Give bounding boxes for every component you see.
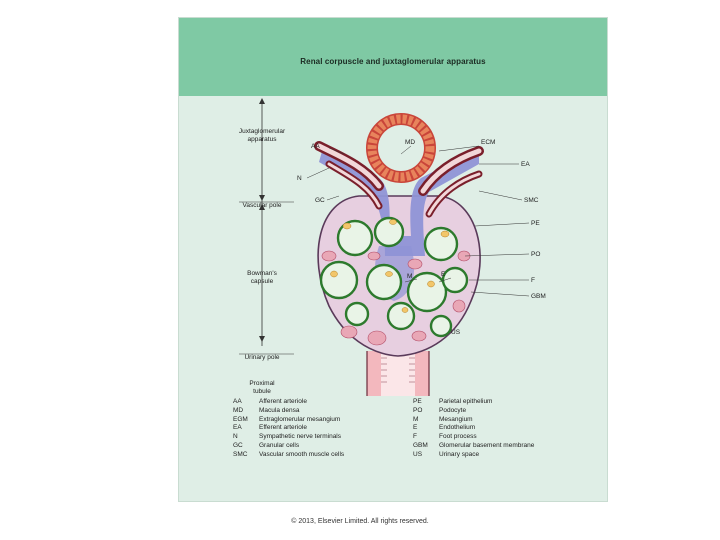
vascular-pole-label: Vascular pole — [243, 202, 282, 209]
label-f: F — [531, 277, 535, 284]
legend-text: Mesangium — [439, 415, 473, 423]
label-ecm: ECM — [481, 139, 495, 146]
legend-text: Sympathetic nerve terminals — [259, 433, 342, 441]
legend-item: EGM Extraglomerular mesangium — [233, 416, 344, 425]
legend-text: Parietal epithelium — [439, 398, 493, 405]
legend-text: Vascular smooth muscle cells — [259, 450, 345, 458]
bowmans-capsule-label-1: Bowman's — [247, 270, 278, 277]
legend-item: GC Granular cells — [233, 442, 344, 451]
legend-item: M Mesangium — [413, 416, 534, 425]
legend-abbr: SMC — [233, 450, 248, 458]
legend-item: MD Macula densa — [233, 407, 344, 416]
label-pe: PE — [531, 220, 540, 227]
legend-abbr: US — [413, 450, 423, 458]
label-gc: GC — [315, 197, 325, 204]
legend-text: Glomerular basement membrane — [439, 441, 535, 449]
legend-abbr: N — [233, 433, 238, 441]
legend-abbr: AA — [233, 398, 242, 405]
proximal-tubule — [366, 351, 430, 396]
legend-abbr: MD — [233, 406, 244, 414]
afferent-arteriole — [314, 141, 384, 210]
legend-abbr: EGM — [233, 415, 248, 423]
leader-lines — [306, 145, 530, 297]
endothelial-nuclei — [330, 219, 450, 313]
label-e: E — [441, 271, 446, 278]
legend-abbr: EA — [233, 424, 242, 432]
legend-abbr: PO — [413, 406, 423, 414]
legend-text: Granular cells — [259, 441, 300, 449]
legend-item: US Urinary space — [413, 451, 534, 460]
copyright-notice: © 2013, Elsevier Limited. All rights res… — [291, 518, 429, 525]
macula-densa — [366, 113, 436, 183]
proximal-tubule-label-2: tubule — [253, 388, 271, 395]
legend-item: AA Afferent arteriole — [233, 398, 344, 407]
label-gbm: GBM — [531, 293, 546, 300]
label-smc: SMC — [524, 197, 539, 204]
podocyte-cells — [321, 250, 471, 346]
legend-text: Extraglomerular mesangium — [259, 415, 341, 423]
jga-label-2: apparatus — [248, 136, 278, 143]
legend-item: F Foot process — [413, 433, 534, 442]
label-n: N — [297, 175, 302, 182]
proximal-tubule-label-1: Proximal — [249, 380, 275, 387]
legend-abbr: F — [413, 433, 417, 441]
legend-item: PO Podocyte — [413, 407, 534, 416]
title-band — [179, 18, 607, 96]
legend-text: Endothelium — [439, 424, 476, 432]
legend-abbr: PE — [413, 398, 422, 405]
legend-item: GBM Glomerular basement membrane — [413, 442, 534, 451]
legend-text: Macula densa — [259, 406, 300, 414]
legend-item: N Sympathetic nerve terminals — [233, 433, 344, 442]
legend-abbr: GBM — [413, 441, 428, 449]
label-po: PO — [531, 251, 540, 258]
legend-item: E Endothelium — [413, 424, 534, 433]
bowmans-capsule-label-2: capsule — [251, 278, 274, 285]
legend-text: Afferent arteriole — [259, 398, 307, 405]
label-us: US — [451, 329, 461, 336]
figure-panel: Renal corpuscle and juxtaglomerular appa… — [178, 17, 608, 502]
efferent-arteriole — [418, 146, 484, 218]
legend-abbr: GC — [233, 441, 243, 449]
legend-item: PE Parietal epithelium — [413, 398, 534, 407]
legend-item: EA Efferent arteriole — [233, 424, 344, 433]
urinary-pole-label: Urinary pole — [244, 354, 279, 361]
legend-item: SMC Vascular smooth muscle cells — [233, 451, 344, 460]
label-aa: AA — [311, 143, 320, 150]
legend-text: Efferent arteriole — [259, 424, 307, 432]
figure-title: Renal corpuscle and juxtaglomerular appa… — [300, 57, 486, 66]
label-ea: EA — [521, 161, 530, 168]
renal-corpuscle-diagram: Juxtaglomerular apparatus Vascular pole … — [239, 98, 546, 396]
label-md: MD — [405, 139, 415, 146]
side-scale — [239, 98, 294, 355]
legend-text: Podocyte — [439, 406, 467, 414]
legend-text: Foot process — [439, 433, 477, 441]
legend-text: Urinary space — [439, 450, 480, 458]
legend-abbr: E — [413, 424, 418, 432]
jga-label-1: Juxtaglomerular — [239, 128, 286, 135]
legend-abbr: M — [413, 415, 419, 423]
label-m: M — [407, 273, 412, 280]
